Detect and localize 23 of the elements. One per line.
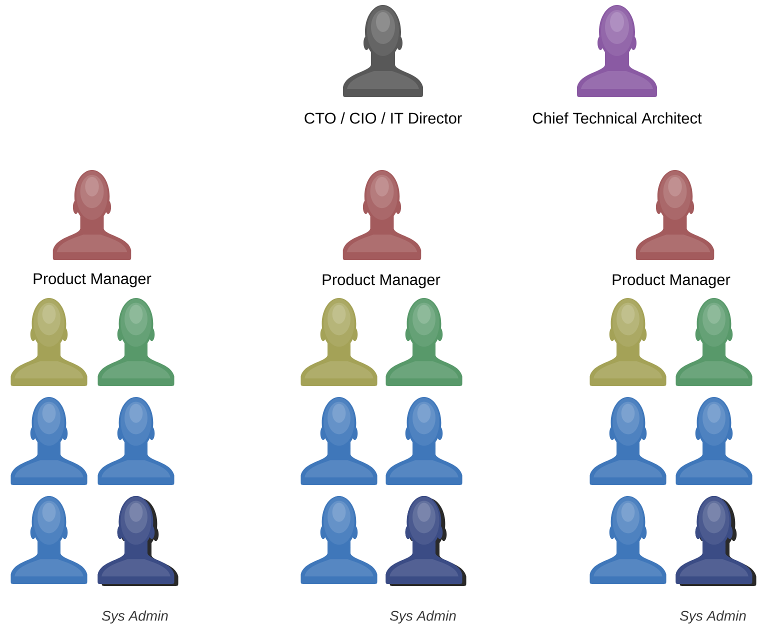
role-label: Sys Admin — [102, 610, 168, 624]
role-label: Product Manager — [322, 274, 440, 288]
person-icon — [386, 298, 462, 386]
person-icon — [386, 397, 462, 485]
role-label: CTO / CIO / IT Director — [304, 112, 462, 124]
person-icon — [590, 397, 666, 485]
person-icon — [98, 397, 174, 485]
person-icon — [300, 496, 378, 584]
person-icon — [10, 397, 88, 485]
person-icon — [676, 397, 752, 485]
person-icon — [10, 298, 88, 386]
role-label: Product Manager — [612, 274, 730, 288]
person-icon — [676, 298, 752, 386]
role-label: Sys Admin — [390, 610, 456, 624]
role-label: Chief Technical Architect — [532, 112, 702, 124]
role-label: Product Manager — [34, 272, 152, 288]
person-icon — [590, 298, 666, 386]
person-icon — [98, 298, 174, 386]
person-icon — [590, 496, 666, 584]
person-icon — [300, 298, 378, 386]
person-icon — [10, 496, 88, 584]
role-label: Sys Admin — [680, 610, 746, 624]
person-icon — [300, 397, 378, 485]
